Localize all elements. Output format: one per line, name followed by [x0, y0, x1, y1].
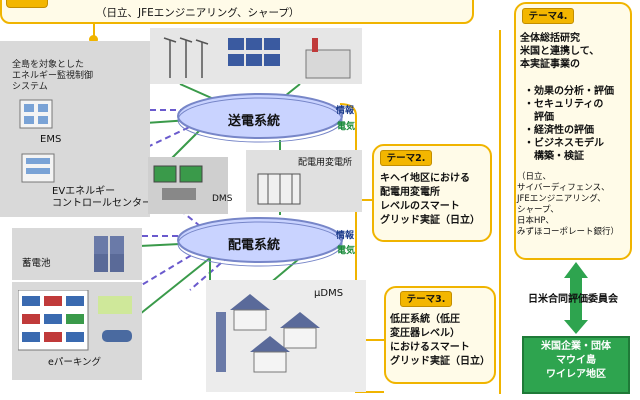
- us-partner-text: 米国企業・団体 マウイ島 ワイレア地区: [524, 340, 628, 382]
- transmission-grid-label: 送電系統: [228, 114, 281, 129]
- ev-center-building-icon: [21, 153, 55, 183]
- udms-label: μDMS: [314, 288, 344, 299]
- info-label-distribution: 情報: [336, 231, 355, 241]
- theme3-line: グリッド実証（日立）: [390, 356, 490, 367]
- ems-label: EMS: [40, 134, 62, 145]
- info-label-transmission: 情報: [336, 106, 355, 116]
- electricity-label-distribution: 電気: [337, 246, 356, 256]
- theme2-line: レベルのスマート: [380, 201, 460, 212]
- dms-monitor-icon: [153, 165, 203, 200]
- theme3-description: 低圧系統（低圧 変圧器レベル） におけるスマート グリッド実証（日立）: [390, 313, 496, 369]
- theme4-companies: （日立、 サイバーディフェンス、 JFEエンジニアリング、 シャープ、 日本HP…: [517, 172, 632, 238]
- theme4-intro-line: 全体総括研究: [520, 33, 580, 44]
- joint-committee-label: 日米合同評価委員会: [528, 294, 618, 305]
- distribution-grid-label: 配電系統: [228, 238, 281, 253]
- dms-label: DMS: [212, 194, 233, 204]
- theme4-list-item: ・経済性の評価: [524, 125, 594, 136]
- island-control-panel: [0, 41, 150, 217]
- theme3-line: 変圧器レベル）: [390, 328, 460, 339]
- theme1-banner: [0, 0, 474, 24]
- theme2-line: グリッド実証（日立）: [380, 215, 480, 226]
- theme4-list-item: ・ビジネスモデル: [524, 138, 604, 149]
- theme4-company-line: みずほコーポレート銀行）: [517, 227, 620, 237]
- us-partner-line: 米国企業・団体: [541, 341, 611, 352]
- battery-label: 蓄電池: [22, 258, 51, 269]
- generation-icons: [163, 37, 351, 79]
- theme2-line: キヘイ地区における: [380, 173, 470, 184]
- theme4-company-line: シャープ、: [517, 205, 559, 215]
- theme4-intro: 全体総括研究 米国と連携して、 本実証事業の: [520, 32, 632, 71]
- banner-connector: [93, 23, 95, 37]
- theme2-line: 配電用変電所: [380, 187, 440, 198]
- parking-icon: [18, 290, 132, 351]
- theme4-intro-line: 米国と連携して、: [520, 46, 600, 57]
- us-partner-box: [522, 336, 630, 394]
- theme2-badge: テーマ2.: [380, 150, 432, 166]
- theme4-list-item: ・効果の分析・評価: [524, 86, 614, 97]
- theme4-box: [514, 2, 632, 260]
- parking-label: eパーキング: [48, 357, 102, 368]
- substation-icon: [257, 173, 301, 205]
- theme4-company-line: 日本HP、: [517, 216, 555, 226]
- theme3-badge: テーマ3.: [400, 291, 452, 307]
- battery-icon: [94, 236, 124, 272]
- us-partner-line: マウイ島: [556, 355, 596, 366]
- theme4-company-line: サイバーディフェンス、: [517, 183, 610, 193]
- theme3-line: 低圧系統（低圧: [390, 314, 460, 325]
- theme4-evaluation-list: ・効果の分析・評価 ・セキュリティの 評価 ・経済性の評価 ・ビジネスモデル 構…: [524, 85, 634, 163]
- us-partner-line: ワイレア地区: [546, 369, 606, 380]
- theme3-line: におけるスマート: [390, 342, 470, 353]
- theme4-list-item: 評価: [524, 112, 554, 123]
- ev-center-label: EVエネルギー コントロールセンター: [52, 186, 152, 209]
- electricity-label-transmission: 電気: [337, 122, 356, 132]
- theme1-companies: （日立、JFEエンジニアリング、シャープ）: [96, 7, 300, 19]
- substation-label: 配電用変電所: [298, 158, 353, 168]
- theme4-badge: テーマ4.: [522, 8, 574, 24]
- theme4-company-line: （日立、: [517, 172, 552, 182]
- theme4-intro-line: 本実証事業の: [520, 59, 580, 70]
- houses-icon: [216, 294, 320, 373]
- island-control-label: 全島を対象とした エネルギー監視制御 システム: [12, 60, 94, 92]
- ems-building-icon: [19, 99, 53, 129]
- theme1-badge: [6, 0, 48, 8]
- theme4-list-item: 構築・検証: [524, 151, 584, 162]
- theme4-list-item: ・セキュリティの: [524, 99, 604, 110]
- theme2-description: キヘイ地区における 配電用変電所 レベルのスマート グリッド実証（日立）: [380, 172, 492, 228]
- banner-connector-dot: [89, 35, 98, 44]
- theme4-company-line: JFEエンジニアリング、: [517, 194, 606, 204]
